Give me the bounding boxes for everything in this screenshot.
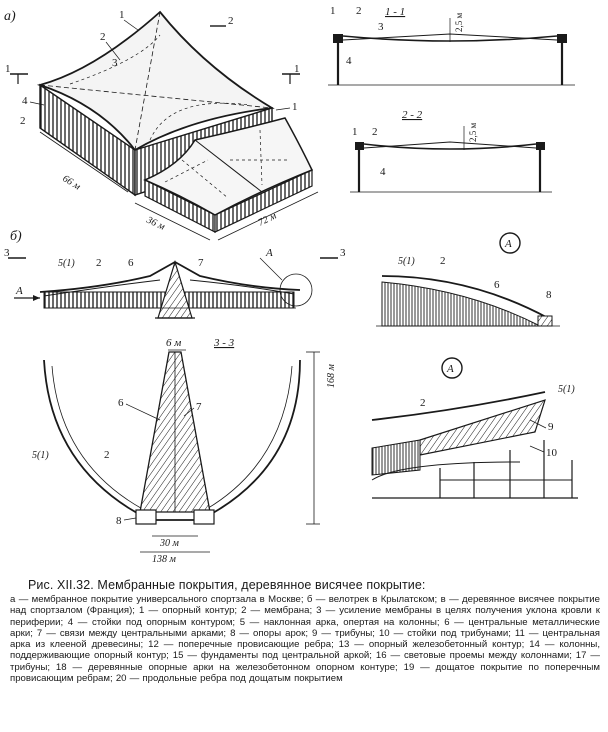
- section-2-2: 2 - 2 1 2 2,5 м 4: [350, 109, 552, 193]
- arena-inner-contour: [51, 365, 293, 517]
- detail-marker-a-bottom-label: A: [446, 363, 454, 375]
- label-4-s22: 4: [380, 166, 386, 178]
- section-label-2: 2: [228, 15, 234, 27]
- label-2-db: 2: [420, 397, 426, 409]
- label-1-s11: 1: [330, 5, 336, 17]
- cut-label-3-3: 3 - 3: [213, 337, 235, 349]
- view-label-b: б): [10, 229, 22, 244]
- detail-a-columns: [381, 281, 541, 327]
- detail-a-profile: A 5(1) 2 6 8: [376, 232, 560, 327]
- label-7-b: 7: [198, 257, 204, 269]
- section-label-1-left: 1: [5, 63, 11, 75]
- detail-circle-a: [279, 273, 313, 307]
- dim-66: 66 м: [60, 173, 82, 193]
- arch-support-left: [135, 509, 157, 525]
- cut-label-1-1: 1 - 1: [385, 6, 405, 18]
- label-1-a: 1: [119, 9, 125, 21]
- label-3-a: 3: [112, 57, 118, 69]
- cut-label-2-2: 2 - 2: [402, 109, 423, 121]
- velodrome-arch-lines: [43, 279, 295, 297]
- caption-title: Рис. XII.32. Мембранные покрытия, деревя…: [28, 578, 426, 592]
- label-2-s11: 2: [356, 5, 362, 17]
- detail-marker-a-top: [499, 232, 521, 254]
- label-6-plan: 6: [118, 397, 124, 409]
- roof-diagonal-1: [39, 84, 273, 109]
- detail-b-stands: [419, 399, 546, 456]
- roof-reinforcement-lines: [69, 34, 251, 141]
- detail-b-roof: [371, 391, 546, 421]
- label-10-db: 10: [546, 447, 558, 459]
- label-6-b: 6: [128, 257, 134, 269]
- support-left-1-1: [333, 34, 343, 43]
- dim-line-72: [217, 191, 319, 241]
- label-7-plan: 7: [196, 401, 202, 413]
- label-2-a-lower: 2: [20, 115, 26, 127]
- roof-diagonal-2: [134, 11, 161, 151]
- technical-figure: а) 66 м 3 6 м 72 м 1 1 2 1 2: [4, 5, 578, 565]
- callout-a-ref: A: [265, 247, 273, 259]
- label-4-s11: 4: [346, 55, 352, 67]
- support-left-2-2: [355, 142, 364, 150]
- reinforcement-2-2: [363, 141, 537, 149]
- figure-caption: Рис. XII.32. Мембранные покрытия, деревя…: [10, 578, 600, 684]
- label-1-s22: 1: [352, 126, 358, 138]
- dim-30m: 30 м: [159, 538, 180, 549]
- sag-dim-1: 2,5 м: [454, 13, 464, 33]
- label-8-da: 8: [546, 289, 552, 301]
- label-3-s11: 3: [378, 21, 384, 33]
- label-2-plan: 2: [104, 449, 110, 461]
- dim-line-66: [39, 131, 129, 193]
- dim-line-36: [134, 202, 211, 241]
- view-a-isometric: а) 66 м 36 м 72 м 1 1 2 1 2: [4, 9, 319, 241]
- arrow-a-label: A: [15, 285, 23, 297]
- dim-168m: 168 м: [326, 364, 337, 389]
- label-6-da: 6: [494, 279, 500, 291]
- view-label-a: а): [4, 9, 16, 24]
- annex-side-wall: [214, 169, 313, 233]
- label-5-db: 5(1): [558, 384, 575, 395]
- detail-a-section: A 2 5(1) 9 10: [371, 357, 578, 499]
- section-3-3-plan: 6 м 3 - 3 6 7 2 5(1) 8 30 м 138 м 168 м: [32, 337, 337, 565]
- label-5-b: 5(1): [58, 258, 75, 269]
- detail-a-support: [537, 315, 553, 327]
- annex-roof-diagonals: [164, 129, 290, 199]
- dim-6m: 6 м: [166, 337, 181, 349]
- section-label-3-right: 3: [340, 247, 346, 259]
- caption-body: а — мембранное покрытие универсального с…: [10, 594, 600, 685]
- dim-72: 72 м: [256, 210, 278, 228]
- label-2-da: 2: [440, 255, 446, 267]
- label-9-db: 9: [548, 421, 554, 433]
- label-2-a: 2: [100, 31, 106, 43]
- label-2-b: 2: [96, 257, 102, 269]
- label-5-da: 5(1): [398, 256, 415, 267]
- annex-roof-divider: [194, 139, 263, 193]
- view-b-side-elevation: б) 3 3 5(1) 2 6 7 A A: [4, 229, 346, 319]
- label-5-plan: 5(1): [32, 450, 49, 461]
- detail-marker-a-bottom: [441, 357, 463, 379]
- arena-outer-contour: [43, 359, 301, 521]
- sag-dim-2: 2,5 м: [468, 123, 478, 143]
- detail-a-arch: [381, 275, 549, 319]
- label-1-a-right: 1: [292, 101, 298, 113]
- dim-138m: 138 м: [152, 554, 177, 565]
- arch-support-right: [193, 509, 215, 525]
- label-8-plan: 8: [116, 515, 122, 527]
- detail-marker-a-top-label: A: [504, 238, 512, 250]
- detail-b-wall: [371, 439, 421, 476]
- label-4-a: 4: [22, 95, 28, 107]
- support-right-2-2: [536, 142, 545, 150]
- label-2-s22: 2: [372, 126, 378, 138]
- detail-b-track: [371, 461, 521, 481]
- section-label-1-right: 1: [294, 63, 300, 75]
- section-label-3-left: 3: [4, 247, 10, 259]
- section-1-1: 1 - 1 1 2 3 2,5 м 4: [328, 5, 575, 86]
- central-arch-truss-elevation: [157, 259, 193, 319]
- support-right-1-1: [557, 34, 567, 43]
